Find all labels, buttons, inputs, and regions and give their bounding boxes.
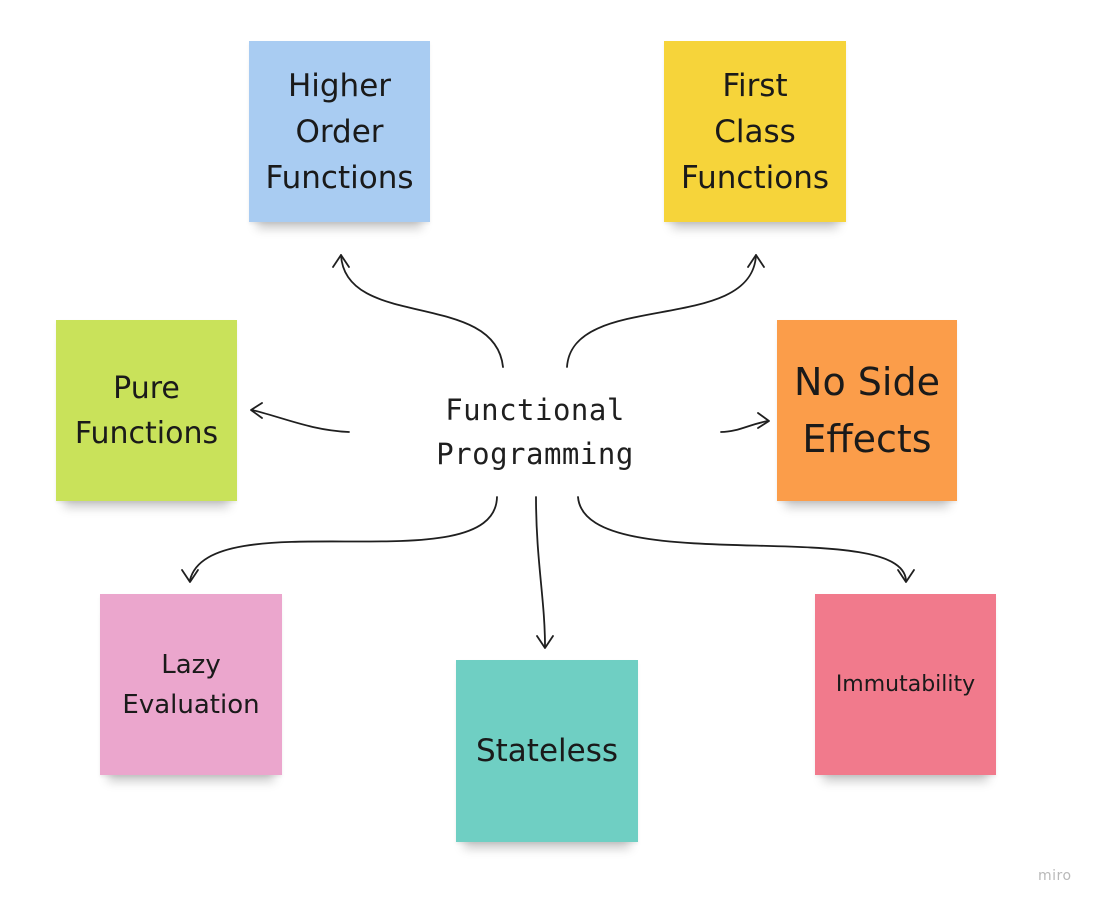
arrowhead-first-class-functions (747, 254, 765, 268)
note-text-line: Order (295, 113, 384, 150)
note-text-line: Functions (74, 415, 219, 451)
note-text-line: Higher (287, 67, 392, 104)
miro-watermark: miro (1038, 868, 1072, 884)
arrowhead-pure-functions (250, 402, 263, 419)
sticky-note-stateless[interactable]: Stateless (456, 660, 638, 842)
arrowhead-immutability (897, 569, 915, 583)
note-text-line: Stateless (475, 733, 619, 769)
arrow-to-immutability (577, 496, 907, 581)
note-text-line: No Side (794, 359, 940, 404)
arrowhead-no-side-effects (757, 412, 770, 429)
arrowhead-stateless (536, 635, 554, 649)
arrowhead-higher-order-functions (332, 254, 350, 268)
arrow-to-lazy-evaluation (189, 496, 498, 581)
central-topic-line1: Functional (445, 393, 625, 427)
note-text-line: Lazy (161, 649, 221, 680)
arrow-to-stateless (535, 496, 546, 647)
central-topic[interactable]: Functional Programming (400, 388, 670, 476)
central-topic-line2: Programming (436, 437, 634, 471)
sticky-note-lazy-evaluation[interactable]: Lazy Evaluation (100, 594, 282, 775)
sticky-note-higher-order-functions[interactable]: Higher Order Functions (249, 41, 430, 222)
sticky-note-no-side-effects[interactable]: No Side Effects (777, 320, 957, 501)
sticky-note-immutability[interactable]: Immutability (815, 594, 996, 775)
note-text-line: Effects (802, 416, 932, 461)
arrow-to-no-side-effects (720, 420, 769, 433)
sticky-note-first-class-functions[interactable]: First Class Functions (664, 41, 846, 222)
note-text-line: Pure (113, 370, 180, 406)
arrow-to-higher-order-functions (340, 254, 504, 368)
arrow-to-first-class-functions (566, 254, 757, 368)
arrow-to-pure-functions (251, 409, 350, 433)
note-text-line: Functions (265, 159, 414, 196)
note-text-line: Class (714, 113, 796, 150)
note-text-line: First (722, 67, 788, 104)
sticky-note-pure-functions[interactable]: Pure Functions (56, 320, 237, 501)
note-text-line: Functions (680, 159, 829, 196)
note-text-line: Evaluation (122, 689, 260, 720)
arrowhead-lazy-evaluation (181, 569, 199, 583)
note-text-line: Immutability (835, 671, 976, 697)
